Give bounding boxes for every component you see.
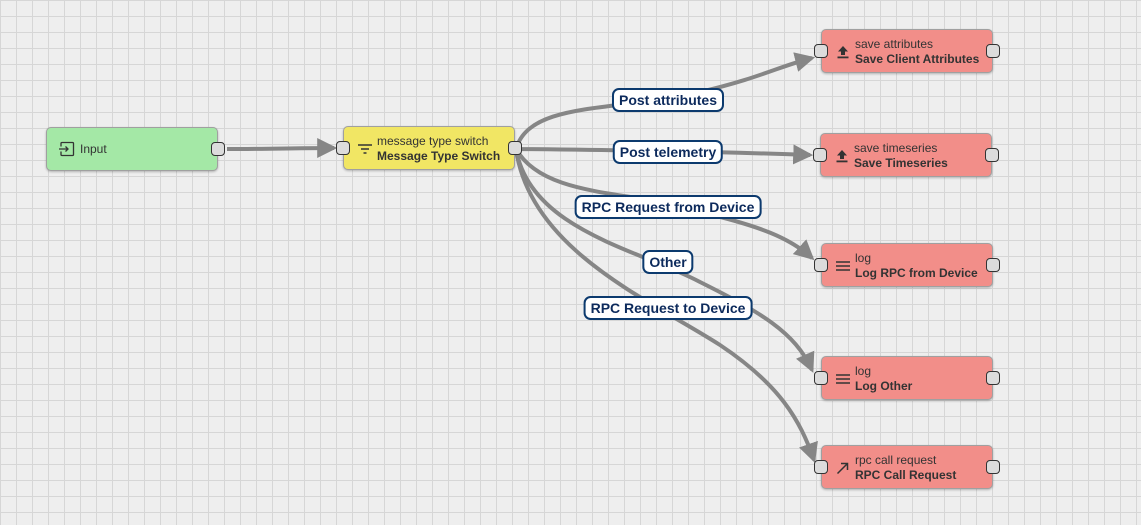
node-name-label: Save Timeseries [854,156,948,170]
node-type-label: rpc call request [855,453,937,467]
filter-icon [358,144,372,154]
node-type-label: log [855,364,872,378]
rpc-call-in-port[interactable] [814,460,828,474]
input-node[interactable]: Input [46,127,225,171]
rpc-call-out-port[interactable] [986,460,1000,474]
node-name-label: Log RPC from Device [855,266,978,280]
wire-other[interactable] [514,148,815,373]
link-label-rpc-to-device[interactable]: RPC Request to Device [583,296,753,320]
switch-in-port[interactable] [336,141,350,155]
input-node-label: Input [80,142,107,156]
link-label-rpc-from-device[interactable]: RPC Request from Device [574,195,762,219]
node-name-label: Message Type Switch [377,149,501,163]
save-timeseries-out-port[interactable] [985,148,999,162]
input-node-out-port[interactable] [211,142,225,156]
node-type-label: save timeseries [854,141,938,155]
log-rpc-in-port[interactable] [814,258,828,272]
message-type-switch-node[interactable]: message type switch Message Type Switch [336,126,522,170]
log-other-out-port[interactable] [986,371,1000,385]
save-attributes-out-port[interactable] [986,44,1000,58]
node-type-label: save attributes [855,37,934,51]
log-other-node[interactable]: log Log Other [814,356,1000,400]
node-name-label: Save Client Attributes [855,52,980,66]
node-type-label: log [855,251,872,265]
node-type-label: message type switch [377,134,489,148]
rpc-call-request-node[interactable]: rpc call request RPC Call Request [814,445,1000,489]
menu-lines-icon [836,261,850,271]
save-attributes-in-port[interactable] [814,44,828,58]
switch-out-port[interactable] [508,141,522,155]
menu-lines-icon [836,374,850,384]
upload-icon [836,150,848,163]
upload-icon [837,46,849,59]
save-timeseries-in-port[interactable] [813,148,827,162]
link-label-post-attributes[interactable]: Post attributes [611,88,725,112]
log-rpc-from-device-node[interactable]: log Log RPC from Device [814,243,1000,287]
node-name-label: Log Other [855,379,913,393]
log-rpc-out-port[interactable] [986,258,1000,272]
input-icon [58,141,75,157]
node-name-label: RPC Call Request [855,468,957,482]
wire-input-to-switch[interactable] [226,138,338,159]
link-label-other[interactable]: Other [642,250,694,274]
link-label-post-telemetry[interactable]: Post telemetry [612,140,724,164]
save-client-attributes-node[interactable]: save attributes Save Client Attributes [814,29,1000,73]
log-other-in-port[interactable] [814,371,828,385]
save-timeseries-node[interactable]: save timeseries Save Timeseries [813,133,999,177]
wire-rpc-to-device[interactable] [514,148,818,464]
arrow-up-right-icon [836,462,849,475]
